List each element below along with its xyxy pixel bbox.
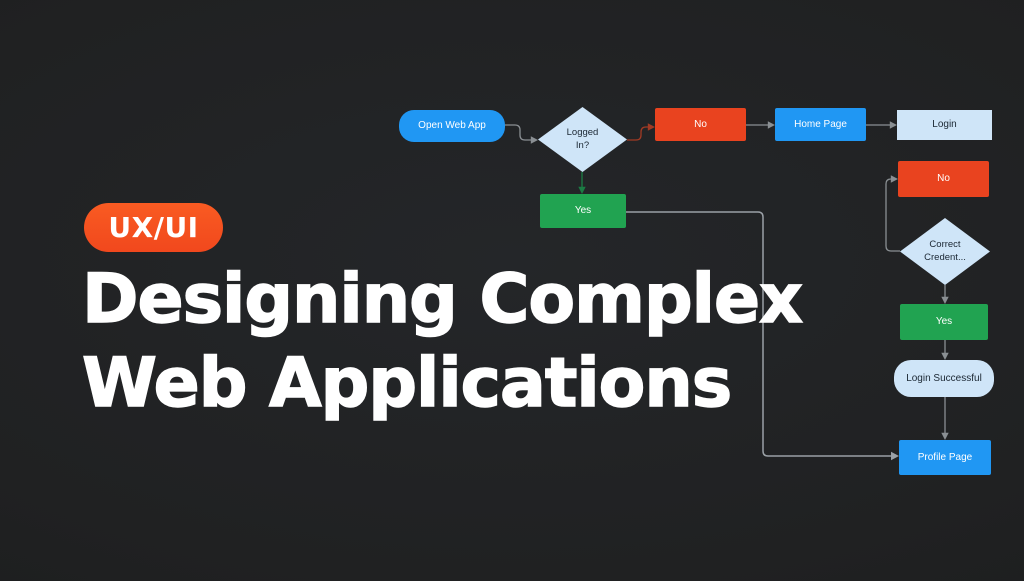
flow-node-label: No bbox=[694, 118, 707, 130]
page-title-line-1: Designing Complex bbox=[81, 259, 803, 340]
flow-node-label: Login Successful bbox=[906, 372, 982, 384]
category-badge: UX/UI bbox=[84, 203, 223, 252]
page-title: Designing Complex Web Applications bbox=[81, 258, 882, 426]
flow-node-label: Login bbox=[932, 119, 957, 131]
edge-openwebapp-loggedin bbox=[505, 124, 531, 141]
arrowhead bbox=[890, 175, 898, 183]
flow-node-yes-right: Yes bbox=[900, 304, 988, 340]
flow-node-login-successful: Login Successful bbox=[894, 360, 994, 397]
flow-node-label: Logged bbox=[566, 126, 599, 138]
arrowhead bbox=[891, 451, 899, 461]
arrowhead bbox=[647, 123, 655, 131]
category-badge-label: UX/UI bbox=[108, 211, 199, 244]
flow-node-label: Profile Page bbox=[917, 451, 973, 463]
flow-node-logged-in-decision: Logged In? bbox=[538, 107, 627, 172]
flow-node-yes-left: Yes bbox=[540, 194, 626, 228]
flow-node-label: Open Web App bbox=[418, 120, 486, 132]
flow-node-label: Credent... bbox=[924, 251, 966, 263]
arrowhead bbox=[530, 136, 538, 144]
flow-node-home-page: Home Page bbox=[775, 108, 866, 141]
flow-node-correct-credentials-decision: Correct Credent... bbox=[900, 218, 990, 285]
flow-node-no-right: No bbox=[898, 161, 989, 197]
arrowhead bbox=[889, 121, 897, 129]
flow-node-label: Correct bbox=[929, 238, 961, 250]
flow-node-label: Yes bbox=[574, 205, 592, 217]
page-title-line-2: Web Applications bbox=[81, 343, 733, 424]
flow-node-login: Login bbox=[897, 110, 992, 140]
edge-loggedin-no bbox=[627, 126, 648, 141]
flow-node-label: Home Page bbox=[794, 118, 847, 130]
arrowhead bbox=[767, 121, 775, 129]
arrowhead bbox=[578, 186, 586, 194]
flow-node-label: Yes bbox=[935, 316, 953, 328]
arrowhead bbox=[941, 352, 949, 360]
arrowhead bbox=[941, 296, 949, 304]
flow-node-label: In? bbox=[575, 139, 590, 151]
arrowhead bbox=[941, 432, 949, 440]
flow-node-label: No bbox=[937, 173, 950, 185]
flow-node-open-web-app: Open Web App bbox=[399, 110, 505, 142]
flow-node-profile-page: Profile Page bbox=[899, 440, 991, 475]
flow-node-no-top: No bbox=[655, 108, 746, 141]
